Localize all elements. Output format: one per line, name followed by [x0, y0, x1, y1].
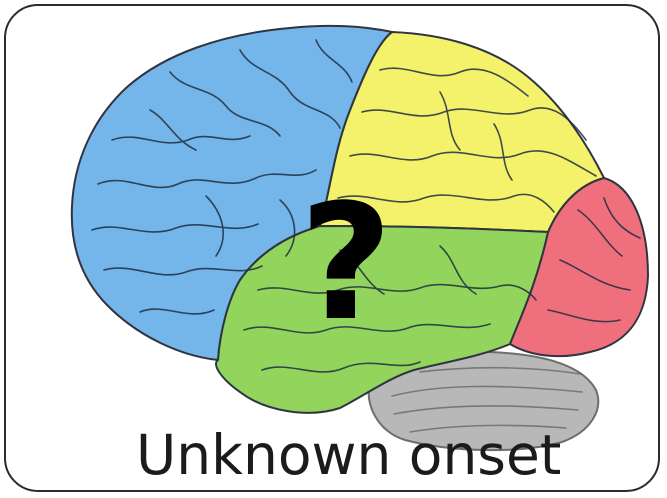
figure-caption: Unknown onset: [136, 420, 596, 490]
question-mark-symbol: ?: [300, 169, 393, 356]
